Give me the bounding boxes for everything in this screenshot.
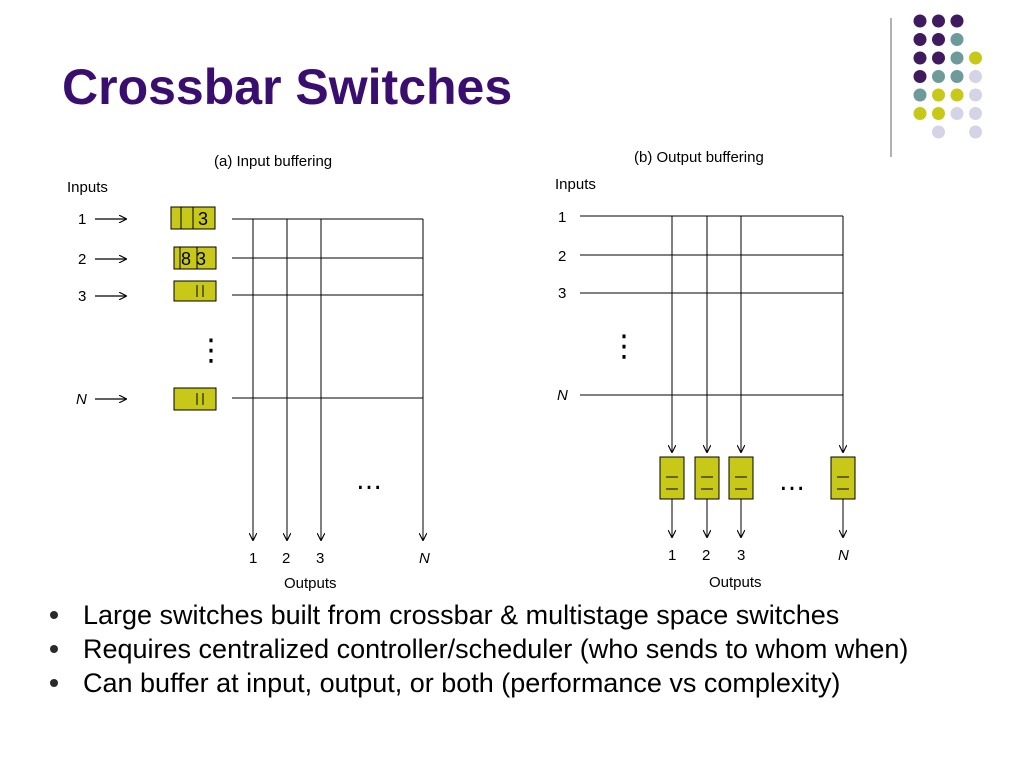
decorative-dot bbox=[969, 125, 982, 139]
vertical-ellipsis: ⋮ bbox=[609, 329, 639, 364]
bullet-text: Requires centralized controller/schedule… bbox=[83, 634, 909, 664]
input-label-3: 3 bbox=[558, 285, 566, 302]
bullet-item: Requires centralized controller/schedule… bbox=[50, 634, 990, 664]
decorative-dot bbox=[913, 88, 927, 102]
output-label-3: 3 bbox=[316, 550, 324, 567]
input-label-1: 1 bbox=[558, 209, 566, 226]
output-buffer bbox=[830, 456, 856, 500]
horizontal-ellipsis: … bbox=[356, 466, 382, 496]
buffer-cell-text: 8 3 bbox=[181, 249, 206, 269]
output-label-2: 2 bbox=[702, 547, 710, 564]
input-label-2: 2 bbox=[558, 248, 566, 265]
input-buffer: 8 3 bbox=[173, 246, 217, 270]
decorative-dot bbox=[913, 107, 927, 120]
inputs-label: Inputs bbox=[555, 176, 596, 193]
decorative-dot bbox=[950, 33, 964, 46]
decorative-dot bbox=[969, 107, 982, 120]
bullet-text: Can buffer at input, output, or both (pe… bbox=[83, 668, 841, 698]
output-label-2: 2 bbox=[282, 550, 290, 567]
decorative-dot bbox=[932, 88, 945, 102]
bullet-dot-icon bbox=[50, 679, 58, 687]
input-label-1: 1 bbox=[78, 211, 86, 228]
output-label-3: 3 bbox=[737, 547, 745, 564]
vertical-ellipsis: ⋮ bbox=[196, 333, 226, 368]
decorative-dot bbox=[932, 33, 945, 46]
decorative-dot bbox=[969, 70, 982, 83]
inputs-label: Inputs bbox=[67, 179, 108, 196]
decorative-dot-grid bbox=[913, 14, 982, 139]
input-buffer bbox=[173, 280, 217, 302]
horizontal-ellipsis: … bbox=[779, 467, 805, 497]
buffer-cell-text: 3 bbox=[198, 209, 208, 229]
slide-title: Crossbar Switches bbox=[62, 59, 513, 115]
outputs-label: Outputs bbox=[284, 575, 337, 592]
decorative-dot bbox=[932, 107, 945, 120]
bullet-dot-icon bbox=[50, 611, 58, 619]
output-buffer bbox=[694, 456, 720, 500]
caption-input-buffering: (a) Input buffering bbox=[214, 153, 332, 170]
bullet-item: Large switches built from crossbar & mul… bbox=[50, 600, 990, 630]
input-label-3: 3 bbox=[78, 288, 86, 305]
input-label-n: N bbox=[557, 387, 568, 404]
crossbar-diagram: (a) Input buffering Inputs 1 2 3 N 3 8 3 bbox=[67, 18, 892, 592]
bullet-text: Large switches built from crossbar & mul… bbox=[83, 600, 840, 630]
decorative-dot bbox=[950, 88, 964, 102]
decorative-dot bbox=[932, 14, 945, 28]
input-buffer bbox=[173, 387, 217, 411]
decorative-dot bbox=[950, 51, 964, 65]
output-label-1: 1 bbox=[668, 547, 676, 564]
input-buffer: 3 bbox=[170, 206, 216, 230]
decorative-dot bbox=[932, 125, 945, 139]
output-label-1: 1 bbox=[249, 550, 257, 567]
output-buffer bbox=[659, 456, 685, 500]
outputs-label: Outputs bbox=[709, 574, 762, 591]
decorative-dot bbox=[913, 51, 927, 65]
decorative-dot bbox=[969, 51, 982, 65]
bullet-item: Can buffer at input, output, or both (pe… bbox=[50, 668, 990, 698]
caption-output-buffering: (b) Output buffering bbox=[634, 149, 764, 166]
bullet-dot-icon bbox=[50, 645, 58, 653]
decorative-dot bbox=[913, 70, 927, 83]
decorative-dot bbox=[913, 14, 927, 28]
decorative-dot bbox=[969, 88, 982, 102]
output-label-n: N bbox=[838, 547, 849, 564]
bullet-list: Large switches built from crossbar & mul… bbox=[50, 600, 990, 702]
decorative-dot bbox=[913, 33, 927, 46]
decorative-dot bbox=[932, 70, 945, 83]
output-buffer bbox=[728, 456, 754, 500]
input-label-n: N bbox=[76, 391, 87, 408]
decorative-dot bbox=[932, 51, 945, 65]
diagram-input-buffering: (a) Input buffering Inputs 1 2 3 N 3 8 3 bbox=[67, 153, 430, 592]
decorative-dot bbox=[950, 70, 964, 83]
decorative-dot bbox=[950, 107, 964, 120]
diagram-output-buffering: (b) Output buffering Inputs 1 2 3 N bbox=[555, 149, 856, 591]
decorative-dot bbox=[950, 14, 964, 28]
output-label-n: N bbox=[419, 550, 430, 567]
input-label-2: 2 bbox=[78, 251, 86, 268]
